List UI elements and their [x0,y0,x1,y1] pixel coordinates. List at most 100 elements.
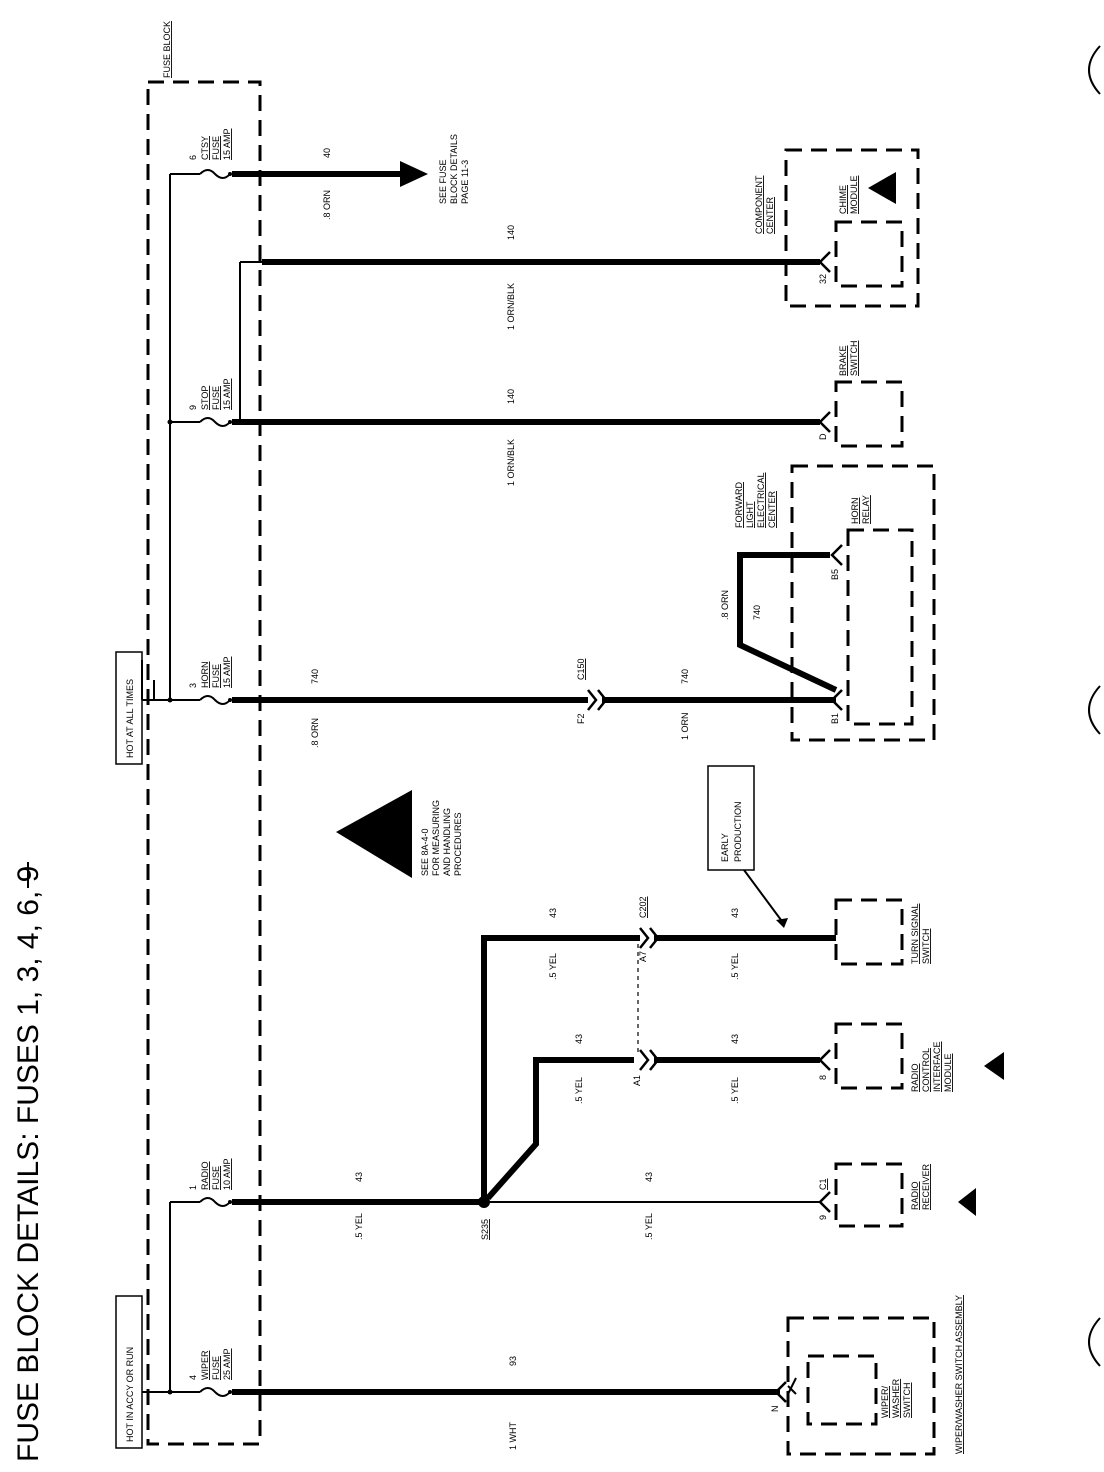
pin-9: 9 [818,1215,828,1220]
wire-43-a1-up-color: .5 YEL [574,1077,584,1104]
svg-text:HOT IN ACCY OR RUN: HOT IN ACCY OR RUN [125,1347,135,1442]
wire-40-circuit: 40 [322,148,332,158]
fuse-details-note: SEE FUSE BLOCK DETAILS PAGE 11-3 [438,134,470,204]
svg-text:FOR MEASURING: FOR MEASURING [431,800,441,876]
svg-text:RADIO: RADIO [910,1063,920,1092]
svg-text:FUSE: FUSE [211,1356,221,1380]
c202-label: C202 [638,896,648,918]
svg-text:MODULE: MODULE [849,175,859,214]
esd-warning-icon [868,172,896,204]
wire-140-a-circuit: 140 [506,225,516,240]
svg-text:COMPONENT: COMPONENT [754,175,764,234]
wire-43-a1-dn-color: .5 YEL [730,1077,740,1104]
wire-93-color: 1 WHT [508,1422,518,1451]
svg-text:INTERFACE: INTERFACE [932,1041,942,1092]
svg-text:PRODUCTION: PRODUCTION [733,802,743,863]
svg-text:9: 9 [188,405,198,410]
binder-hole [1088,45,1101,95]
svg-text:FUSE: FUSE [211,386,221,410]
fuse-block-outline [146,80,262,1446]
wire-43-a7-up-circuit: 43 [548,908,558,918]
wire-140-a-color: 1 ORN/BLK [506,283,516,330]
svg-text:FUSE: FUSE [211,1166,221,1190]
svg-text:SWITCH: SWITCH [849,341,859,377]
forward-light-electrical-center: FORWARD LIGHT ELECTRICAL CENTER [734,472,777,528]
wire-140-b-color: 1 ORN/BLK [506,439,516,486]
brake-switch: BRAKE SWITCH [834,341,904,448]
c202-a7-connector [639,927,660,949]
wire-740-b-color: 1 ORN [680,712,690,740]
wiper-switch-assembly: WIPER/ WASHER SWITCH WIPER/WASHER SWITCH… [786,1295,964,1456]
fuse-6-ctsy: 6 CTSY FUSE 15 AMP [188,128,232,179]
svg-text:FUSE: FUSE [211,136,221,160]
svg-text:HORN: HORN [200,662,210,689]
radio-receiver: RADIO RECEIVER [834,1162,976,1228]
svg-text:PAGE 11-3: PAGE 11-3 [460,160,470,204]
wire-43-a7-up-color: .5 YEL [548,953,558,980]
pin-8: 8 [818,1075,828,1080]
fuse-9-stop: 9 STOP FUSE 15 AMP [188,378,232,427]
wire-43-a7-up [481,935,640,1202]
wire-740-a-color: .8 ORN [310,718,320,748]
fuse-1-radio: 1 RADIO FUSE 10 AMP [188,1158,232,1207]
c202-a1-connector [639,1049,660,1071]
a7-label: A7 [638,951,648,962]
wire-740-c-circuit: 740 [752,605,762,620]
pin-32: 32 [818,274,828,284]
pin-d: D [818,433,828,440]
svg-text:SWITCH: SWITCH [902,1383,912,1419]
binder-hole [1088,1317,1101,1367]
wire-93-circuit: 93 [508,1356,518,1366]
fuse-4-wiper: 4 WIPER FUSE 25 AMP [188,1348,232,1397]
svg-text:3: 3 [188,683,198,688]
svg-text:15 AMP: 15 AMP [222,656,232,688]
wire-43-a7-dn-circuit: 43 [730,908,740,918]
c150-label: C150 [576,658,586,680]
svg-text:RECEIVER: RECEIVER [921,1163,931,1210]
wire-43-main-a-color: .5 YEL [354,1213,364,1240]
svg-text:PROCEDURES: PROCEDURES [453,812,463,876]
wire-740-b-circuit: 740 [680,669,690,684]
a1-label: A1 [632,1075,642,1086]
svg-text:15 AMP: 15 AMP [222,128,232,160]
svg-text:HOT AT ALL TIMES: HOT AT ALL TIMES [125,679,135,758]
svg-text:TURN SIGNAL: TURN SIGNAL [910,903,920,964]
svg-text:BRAKE: BRAKE [838,345,848,376]
svg-text:WASHER: WASHER [891,1378,901,1418]
svg-text:CENTER: CENTER [765,196,775,234]
wire-43-a1-dn-circuit: 43 [730,1034,740,1044]
svg-text:6: 6 [188,155,198,160]
f2-label: F2 [576,713,586,724]
b1-label: B1 [830,713,840,724]
svg-text:FORWARD: FORWARD [734,482,744,528]
svg-text:4: 4 [188,1375,198,1380]
svg-text:MODULE: MODULE [943,1053,953,1092]
chime-module: CHIME MODULE [784,148,920,308]
svg-text:25 AMP: 25 AMP [222,1348,232,1380]
svg-text:RELAY: RELAY [861,495,871,524]
svg-text:RADIO: RADIO [200,1161,210,1190]
page-title: FUSE BLOCK DETAILS: FUSES 1, 3, 4, 6, 9 [12,866,45,1462]
c1-label: C1 [818,1178,828,1190]
svg-text:SEE 8A-4-0: SEE 8A-4-0 [420,828,430,876]
b5-label: B5 [830,569,840,580]
svg-text:CENTER: CENTER [767,490,777,528]
fuse-3-horn: 3 HORN FUSE 15 AMP [188,656,232,705]
esd-warning-icon [958,1188,976,1216]
esd-warning-icon [336,790,412,878]
wire-140-b-circuit: 140 [506,389,516,404]
wire-43-a7-dn-color: .5 YEL [730,953,740,980]
svg-text:SWITCH: SWITCH [921,929,931,965]
svg-text:AND HANDLING: AND HANDLING [442,808,452,876]
svg-text:CONTROL: CONTROL [921,1048,931,1092]
turn-signal-switch: TURN SIGNAL SWITCH [834,898,931,966]
fuse-details-arrow [400,161,428,187]
svg-text:WIPER/WASHER SWITCH ASSEMBLY: WIPER/WASHER SWITCH ASSEMBLY [954,1295,964,1454]
esd-warning-icon [984,1052,1004,1080]
binder-hole [1088,685,1101,735]
svg-text:FUSE: FUSE [211,664,221,688]
wire-740-c [737,552,838,693]
svg-text:BLOCK DETAILS: BLOCK DETAILS [449,134,459,204]
svg-text:LIGHT: LIGHT [745,501,755,528]
